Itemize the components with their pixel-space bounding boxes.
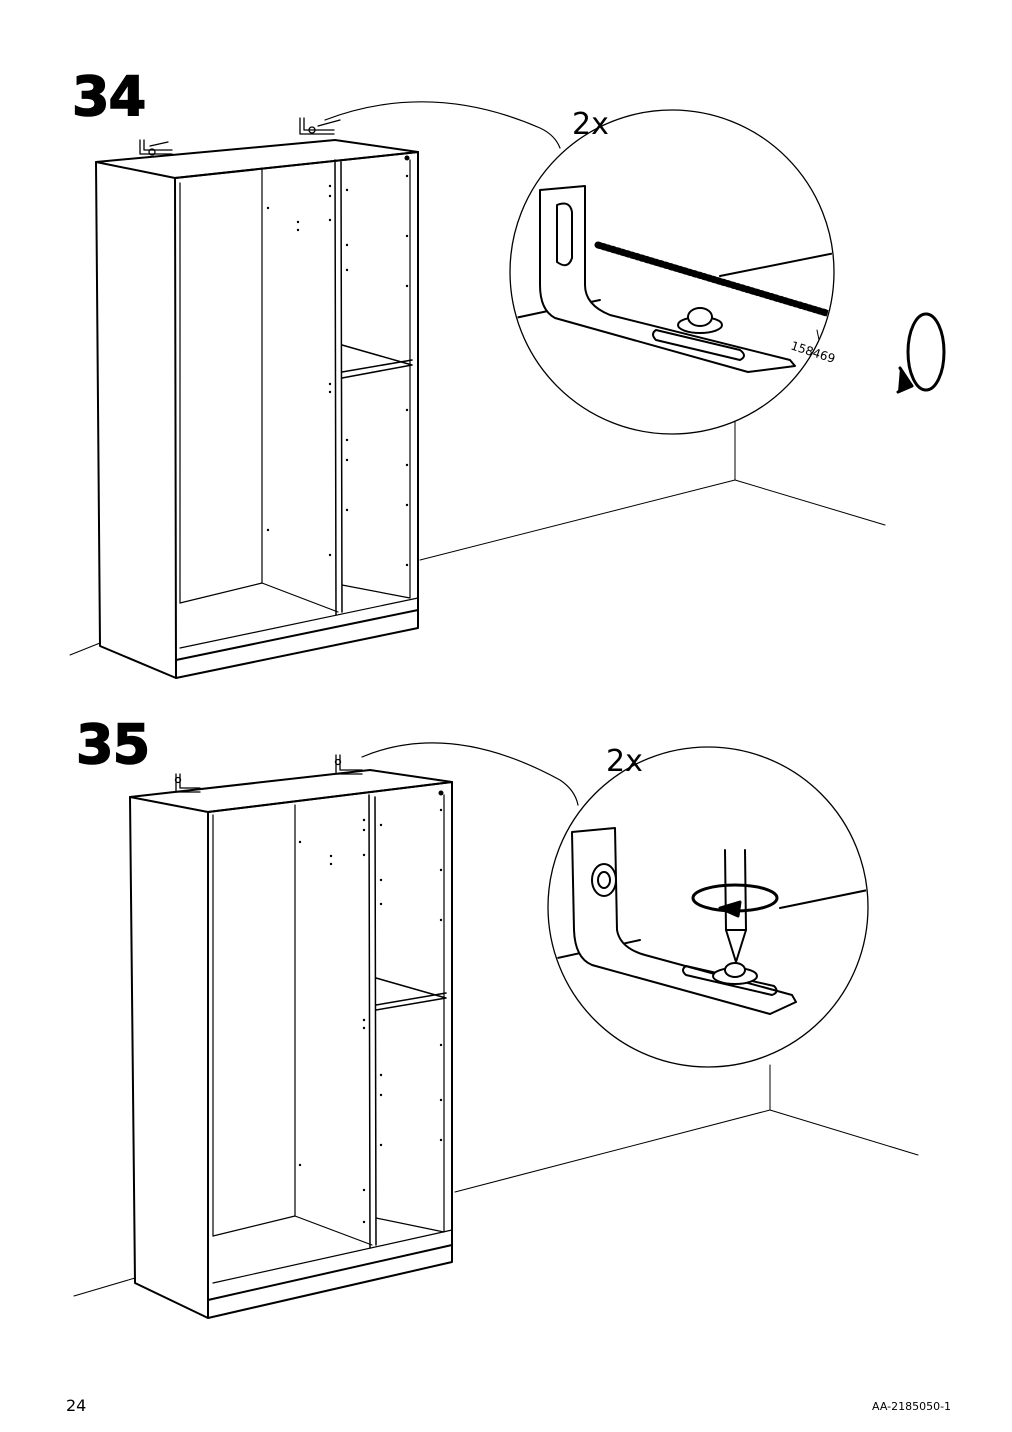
top-brackets	[174, 754, 363, 793]
cabinet	[95, 139, 419, 679]
callout-line	[361, 742, 579, 806]
floor-wall-lines	[69, 419, 886, 656]
cabinet	[129, 769, 453, 1319]
cabinet-holes	[266, 155, 410, 567]
document-code: AA-2185050-1	[872, 1400, 952, 1413]
step-number-35: 35	[75, 713, 151, 776]
floor-wall-lines	[73, 1064, 919, 1297]
step-number-34: 34	[71, 65, 147, 128]
callout-line	[324, 101, 561, 149]
rotate-arrow-icon	[896, 312, 946, 394]
top-brackets	[139, 117, 341, 156]
rotate-arrow-icon	[691, 883, 779, 918]
quantity-label-35: 2x	[606, 744, 643, 779]
quantity-label-34: 2x	[572, 107, 609, 142]
cabinet-holes	[298, 790, 444, 1224]
step-34-illustration: 2x	[0, 0, 1012, 700]
page-number: 24	[66, 1396, 87, 1415]
step-35-illustration: 2x	[0, 700, 1012, 1330]
